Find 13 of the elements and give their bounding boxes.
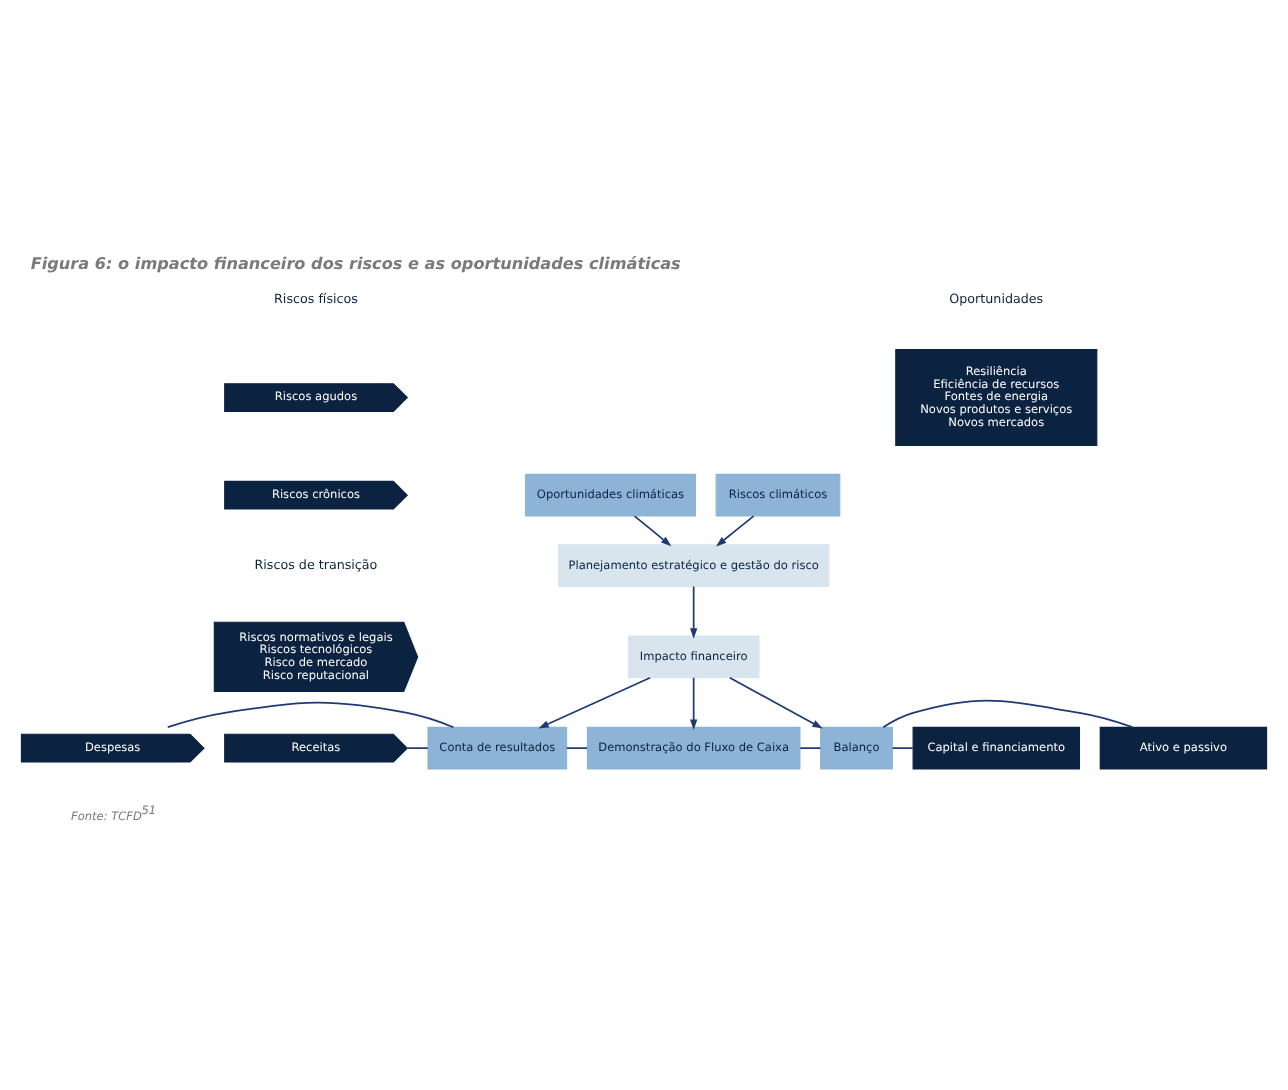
connector bbox=[891, 746, 914, 748]
arrow bbox=[690, 675, 698, 729]
connector bbox=[799, 746, 822, 748]
arrow bbox=[690, 584, 698, 638]
arrow bbox=[538, 675, 651, 728]
arrow bbox=[715, 514, 755, 546]
arrow bbox=[633, 514, 672, 546]
connector bbox=[565, 746, 588, 748]
arrow bbox=[728, 675, 823, 728]
connector bbox=[166, 700, 455, 728]
diagram-title: Figura 6: o impacto financeiro dos riscos e as oportunidades climáticas bbox=[30, 252, 681, 273]
connector bbox=[406, 746, 429, 748]
connector bbox=[882, 698, 1134, 728]
